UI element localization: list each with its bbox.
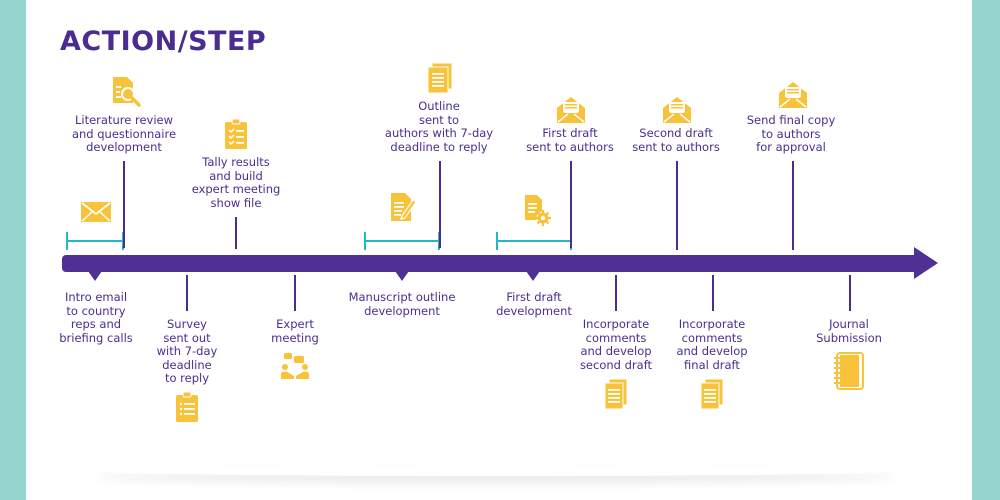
- step-label-final-draft-incorp: Incorporate comments and develop final d…: [676, 317, 748, 372]
- step-label-expert-meeting: Expert meeting: [271, 317, 319, 345]
- documents-icon: [427, 62, 453, 94]
- step-label-survey: Survey sent out with 7-day deadline to r…: [156, 317, 218, 385]
- step-label-first-draft-sent: First draft sent to authors: [526, 126, 614, 154]
- connector-survey: [186, 275, 188, 311]
- clipboard-checklist-icon: [225, 118, 247, 149]
- step-label-second-draft-incorp: Incorporate comments and develop second …: [579, 317, 653, 372]
- step-label-first-draft-dev: First draft development: [496, 290, 572, 318]
- range-bracket-intro: [66, 232, 124, 250]
- document-edit-icon: [391, 193, 417, 221]
- step-label-manuscript-outline: Manuscript outline development: [348, 290, 456, 318]
- content-panel: [26, 0, 972, 500]
- notebook-icon: [834, 352, 864, 390]
- connector-journal: [849, 275, 851, 311]
- connector-literature: [123, 161, 125, 248]
- documents-icon: [700, 378, 724, 410]
- panel-shadow: [96, 466, 896, 476]
- pointer-first-draft-dev: [526, 271, 540, 281]
- range-bracket-first-draft: [496, 232, 572, 250]
- connector-tally: [235, 217, 237, 249]
- connector-second-incorp: [615, 275, 617, 311]
- page-title: ACTION/STEP: [60, 26, 267, 57]
- connector-final-copy: [792, 161, 794, 250]
- step-label-intro-email: Intro email to country reps and briefing…: [59, 290, 133, 345]
- meeting-people-icon: [281, 353, 309, 379]
- step-label-tally: Tally results and build expert meeting s…: [191, 155, 281, 210]
- open-envelope-icon: [779, 82, 807, 108]
- connector-second-draft: [676, 161, 678, 250]
- open-envelope-icon: [663, 97, 691, 123]
- step-label-second-draft-sent: Second draft sent to authors: [632, 126, 720, 154]
- step-label-journal: Journal Submission: [816, 317, 882, 345]
- step-label-literature: Literature review and questionnaire deve…: [71, 113, 177, 154]
- connector-final-incorp: [712, 275, 714, 311]
- clipboard-list-icon: [176, 391, 198, 422]
- document-search-icon: [113, 77, 141, 107]
- pointer-intro: [88, 271, 102, 281]
- step-label-final-copy: Send final copy to authors for approval: [746, 113, 836, 154]
- connector-first-draft: [570, 161, 572, 248]
- range-bracket-outline: [364, 232, 440, 250]
- open-envelope-icon: [557, 97, 585, 123]
- pointer-manuscript: [395, 271, 409, 281]
- document-gear-icon: [525, 195, 551, 226]
- step-label-outline: Outline sent to authors with 7-day deadl…: [384, 99, 494, 154]
- connector-expert: [294, 275, 296, 311]
- timeline-arrowhead: [914, 247, 938, 279]
- timeline-bar: [62, 255, 922, 272]
- envelope-icon: [81, 202, 111, 222]
- documents-icon: [604, 378, 628, 410]
- connector-outline: [439, 161, 441, 248]
